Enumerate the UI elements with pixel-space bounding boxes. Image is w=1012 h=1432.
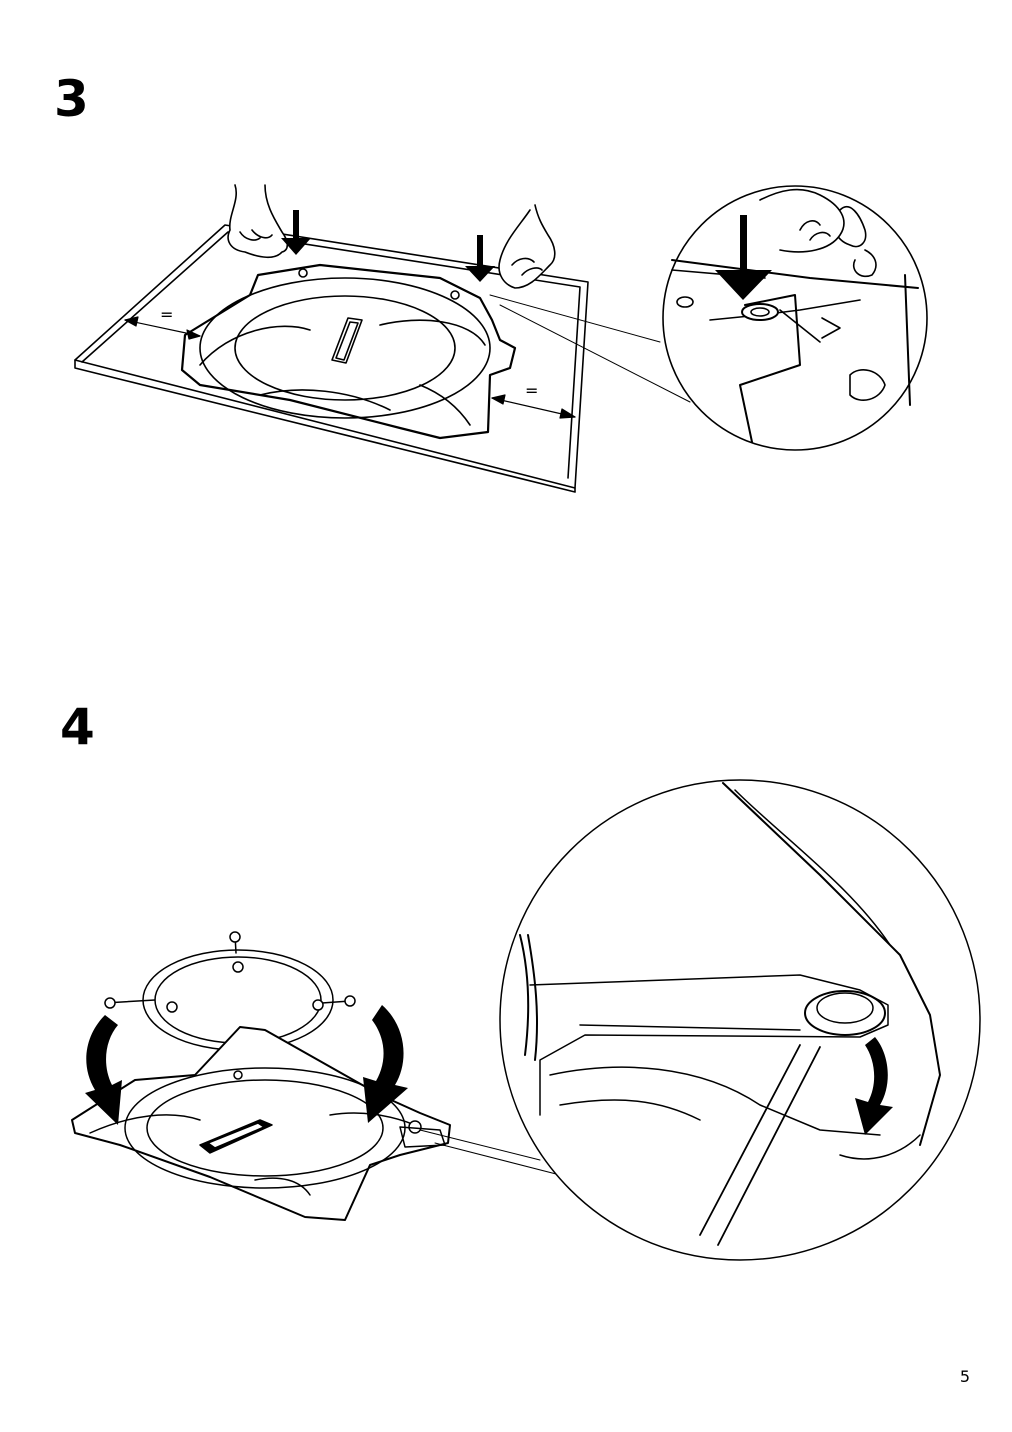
page-number: 5 (959, 1367, 970, 1386)
distance-arrow-icon (491, 394, 576, 419)
detail-zoom-circle (662, 185, 928, 451)
equal-mark-left: = (160, 305, 173, 324)
step-4-illustration (71, 779, 981, 1261)
hand-icon (227, 184, 289, 259)
distance-arrow-icon (124, 316, 201, 340)
step-3-illustration: = = (74, 184, 928, 493)
curved-arrow-icon (855, 1037, 893, 1135)
step-3-number: 3 (54, 70, 89, 128)
detail-zoom-circle (499, 779, 981, 1261)
ring-frame (104, 931, 356, 1051)
down-arrow-icon (281, 210, 495, 282)
base-plate (71, 1026, 451, 1221)
curved-arrow-icon (363, 1005, 408, 1123)
step-4-number: 4 (60, 698, 95, 756)
hand-icon (498, 204, 556, 289)
down-arrow-icon (715, 215, 772, 300)
equal-mark-right: = (525, 381, 538, 400)
curved-arrow-icon (85, 1015, 122, 1125)
base-plate (180, 263, 517, 440)
